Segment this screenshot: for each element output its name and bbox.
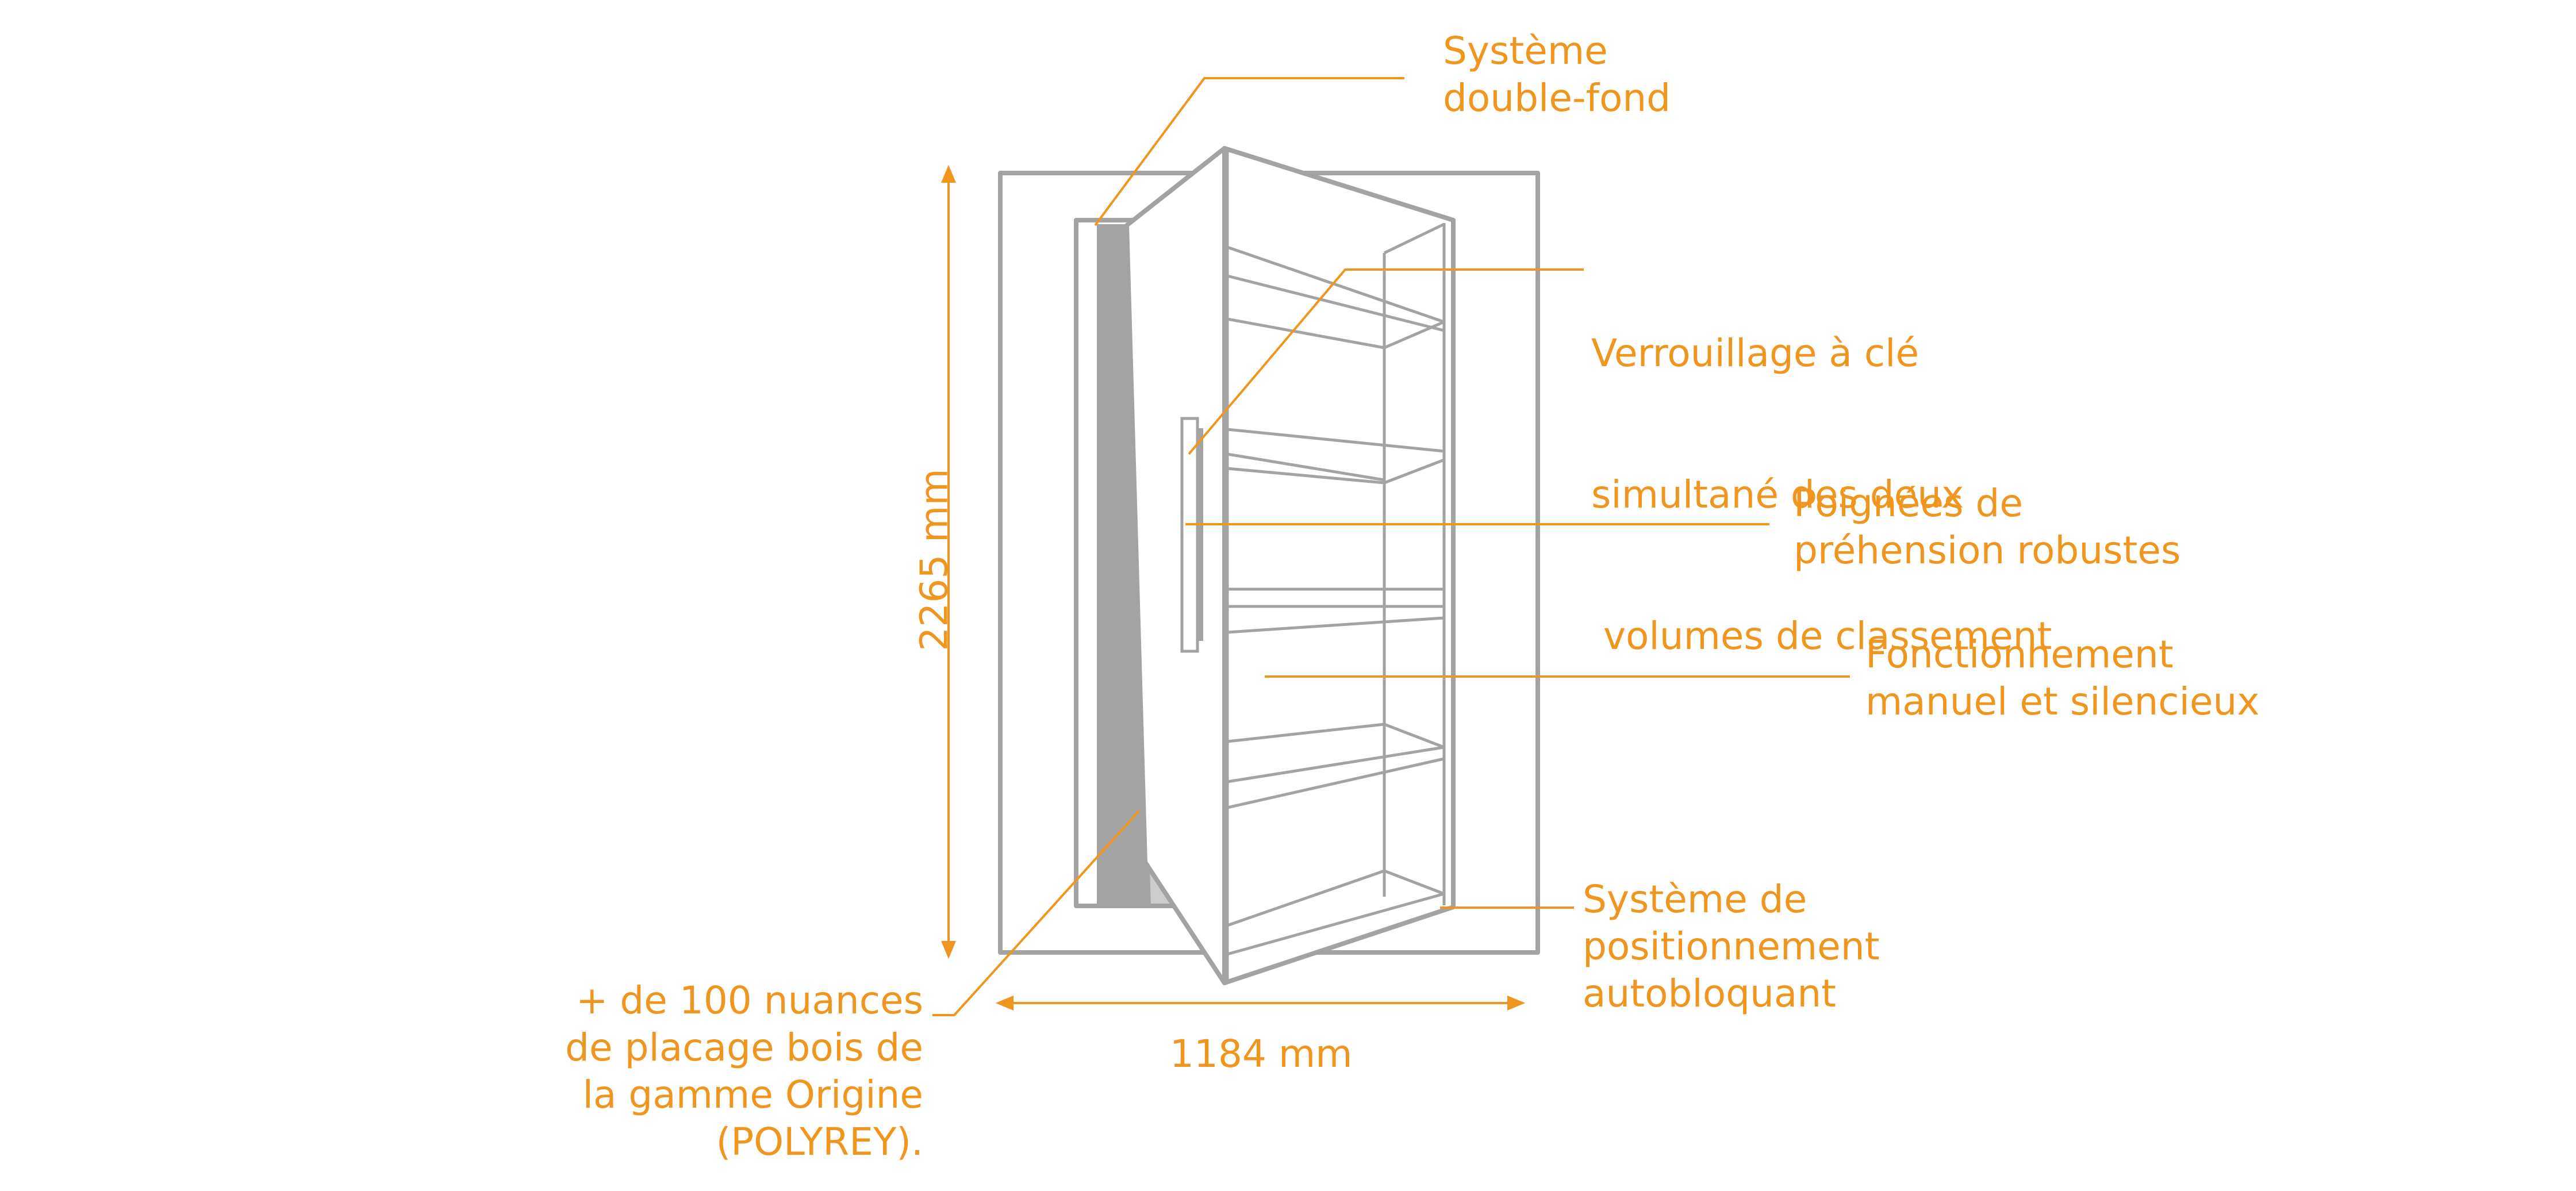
width-dimension-label: 1184 mm bbox=[1170, 1032, 1353, 1076]
label-fonctionnement: Fonctionnement manuel et silencieux bbox=[1865, 632, 2260, 724]
label-placage: + de 100 nuances de placage bois de la g… bbox=[565, 978, 923, 1164]
label-positionnement: Système de positionnement autobloquant bbox=[1583, 877, 1880, 1016]
door-shelf-unit bbox=[1222, 146, 1456, 985]
label-verrouillage: Verrouillage à clé simultané des deux vo… bbox=[1591, 331, 2052, 658]
leader-verrouillage bbox=[1188, 268, 1584, 455]
leader-double-fond bbox=[1094, 77, 1404, 226]
label-poignees: Poignées de préhension robustes bbox=[1794, 481, 2181, 573]
height-dimension-label: 2265 mm bbox=[912, 468, 957, 651]
label-double-fond: Système double-fond bbox=[1443, 29, 1671, 120]
leader-placage bbox=[932, 809, 1141, 1016]
